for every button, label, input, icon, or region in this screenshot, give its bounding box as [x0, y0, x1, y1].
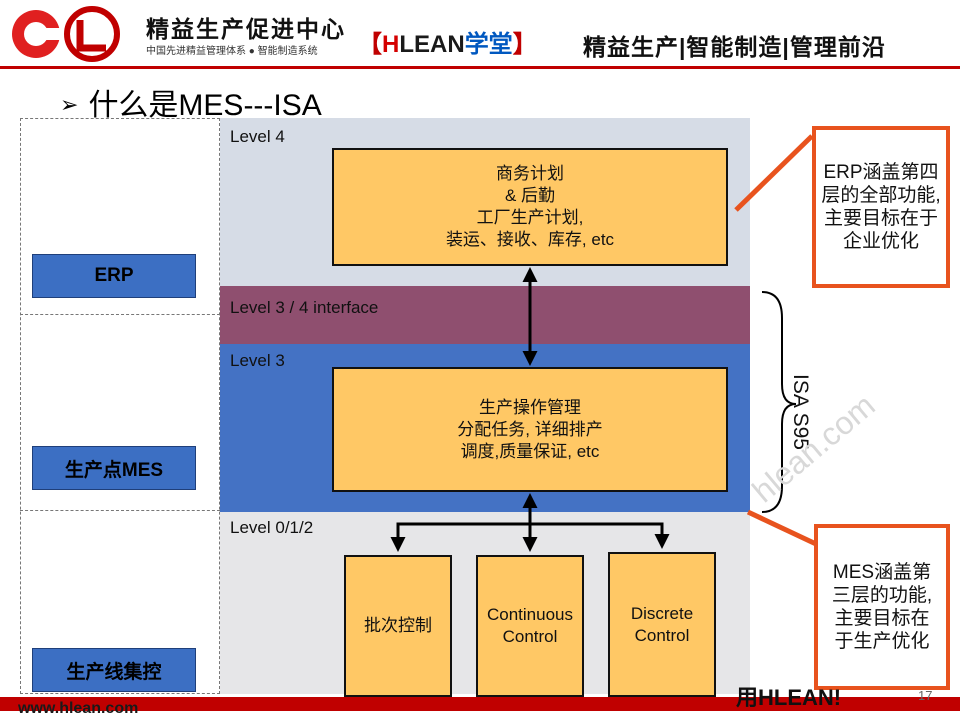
note-line: 企业优化: [842, 231, 919, 252]
interface-band: [220, 286, 750, 344]
note-line: 主要目标在于: [823, 208, 938, 229]
note-line: 三层的功能,: [831, 585, 933, 606]
logo-icon: [12, 6, 120, 62]
continuous-control-box: Continuous Control: [476, 555, 584, 697]
footer-bar: [0, 697, 960, 711]
bullet-arrow-icon: ➢: [60, 92, 79, 117]
erp-box: ERP: [32, 254, 196, 298]
level012-label: Level 0/1/2: [230, 518, 314, 537]
note-line: MES涵盖第: [832, 562, 932, 583]
academy-title: 【HLEAN学堂】: [358, 24, 537, 59]
interface-label: Level 3 / 4 interface: [230, 298, 379, 317]
note-line: 层的全部功能,: [821, 185, 941, 206]
slide-title: ➢ 什么是MES---ISA: [60, 80, 322, 124]
box-line: 调度,质量保证, etc: [460, 441, 600, 461]
bracket-open: 【: [358, 31, 382, 58]
erp-note-box: ERP涵盖第四 层的全部功能, 主要目标在于 企业优化: [812, 126, 950, 288]
level4-label: Level 4: [230, 127, 285, 146]
academy-xuetang: 学堂: [464, 31, 513, 58]
business-planning-box: 商务计划 & 后勤 工厂生产计划, 装运、接收、库存, etc: [332, 148, 728, 266]
left-column-frame: [20, 118, 220, 694]
footer-slogan: 用HLEAN!: [736, 685, 842, 710]
box-line: Control: [502, 627, 558, 646]
mes-box: 生产点MES: [32, 446, 196, 490]
note-line: ERP涵盖第四: [823, 162, 939, 183]
footer-url-link[interactable]: www.hlean.com: [18, 700, 139, 717]
page-number: 17: [918, 688, 933, 703]
mes-callout-line: [746, 509, 818, 547]
brand-name: 精益生产促进中心: [146, 16, 346, 42]
bracket-close: 】: [512, 31, 537, 58]
note-line: 主要目标在: [834, 608, 930, 629]
level3-label: Level 3: [230, 351, 285, 370]
erp-callout-line: [734, 134, 814, 212]
operations-management-box: 生产操作管理 分配任务, 详细排产 调度,质量保证, etc: [332, 367, 728, 492]
note-line: 于生产优化: [834, 631, 930, 652]
box-line: 生产操作管理: [479, 397, 581, 417]
academy-h: H: [382, 31, 400, 58]
discrete-control-box: Discrete Control: [608, 552, 716, 697]
header-tagline: 精益生产|智能制造|管理前沿: [583, 34, 886, 60]
box-line: 工厂生产计划,: [476, 208, 584, 227]
box-line: 装运、接收、库存, etc: [445, 230, 615, 249]
line-control-box: 生产线集控: [32, 648, 196, 692]
batch-control-box: 批次控制: [344, 555, 452, 697]
left-divider: [20, 314, 220, 315]
header-divider: [0, 66, 960, 69]
brand-subtitle: 中国先进精益管理体系 ● 智能制造系统: [146, 46, 318, 57]
box-line: 批次控制: [364, 616, 432, 635]
academy-lean: LEAN: [399, 31, 465, 58]
box-line: Continuous: [486, 605, 573, 624]
slide-title-text: 什么是MES---ISA: [88, 89, 322, 122]
box-line: 商务计划: [496, 164, 564, 183]
isa-brace-icon: [761, 291, 797, 513]
mes-note-box: MES涵盖第 三层的功能, 主要目标在 于生产优化: [814, 524, 950, 690]
box-line: Control: [634, 625, 690, 645]
left-divider: [20, 510, 220, 511]
box-line: 分配任务, 详细排产: [457, 419, 603, 439]
box-line: & 后勤: [504, 186, 556, 205]
box-line: Discrete: [630, 603, 694, 623]
